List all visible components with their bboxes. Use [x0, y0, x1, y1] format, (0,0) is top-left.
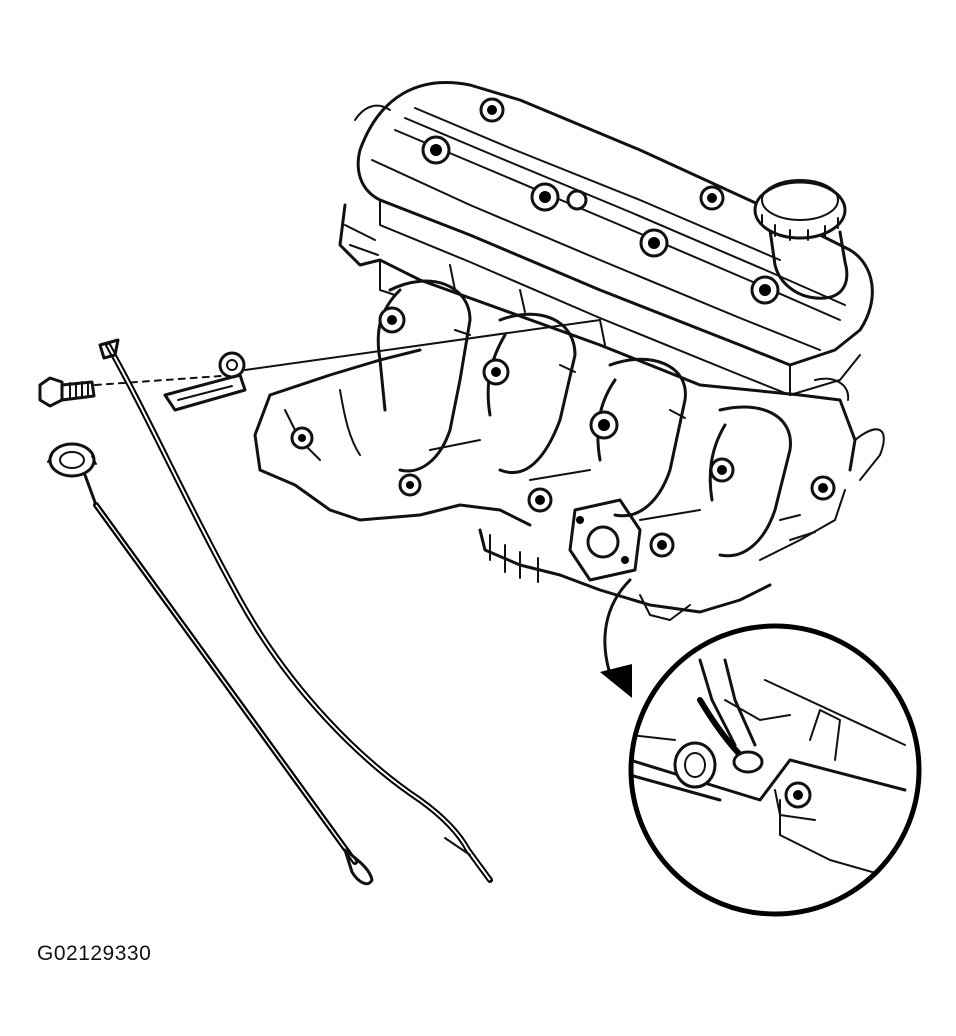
- valve-cover: [354, 81, 874, 396]
- engine-assembly: [94, 81, 885, 621]
- dipstick-tube-bracket-stud: [94, 319, 601, 386]
- valve-cover-bolts: [421, 97, 780, 305]
- exhaust-manifold: [253, 279, 836, 558]
- detail-inset: [628, 623, 922, 917]
- oil-filler-cap: [753, 179, 849, 300]
- tube-bracket-bolt: [38, 376, 96, 408]
- oil-dipstick: [47, 442, 374, 886]
- dipstick-tube: [98, 338, 493, 883]
- oil-pan: [478, 489, 846, 621]
- detail-callout-arrow: [600, 578, 632, 698]
- exhaust-outlet-flange: [568, 498, 642, 582]
- cylinder-head: [338, 203, 885, 481]
- figure-code: G02129330: [37, 942, 152, 965]
